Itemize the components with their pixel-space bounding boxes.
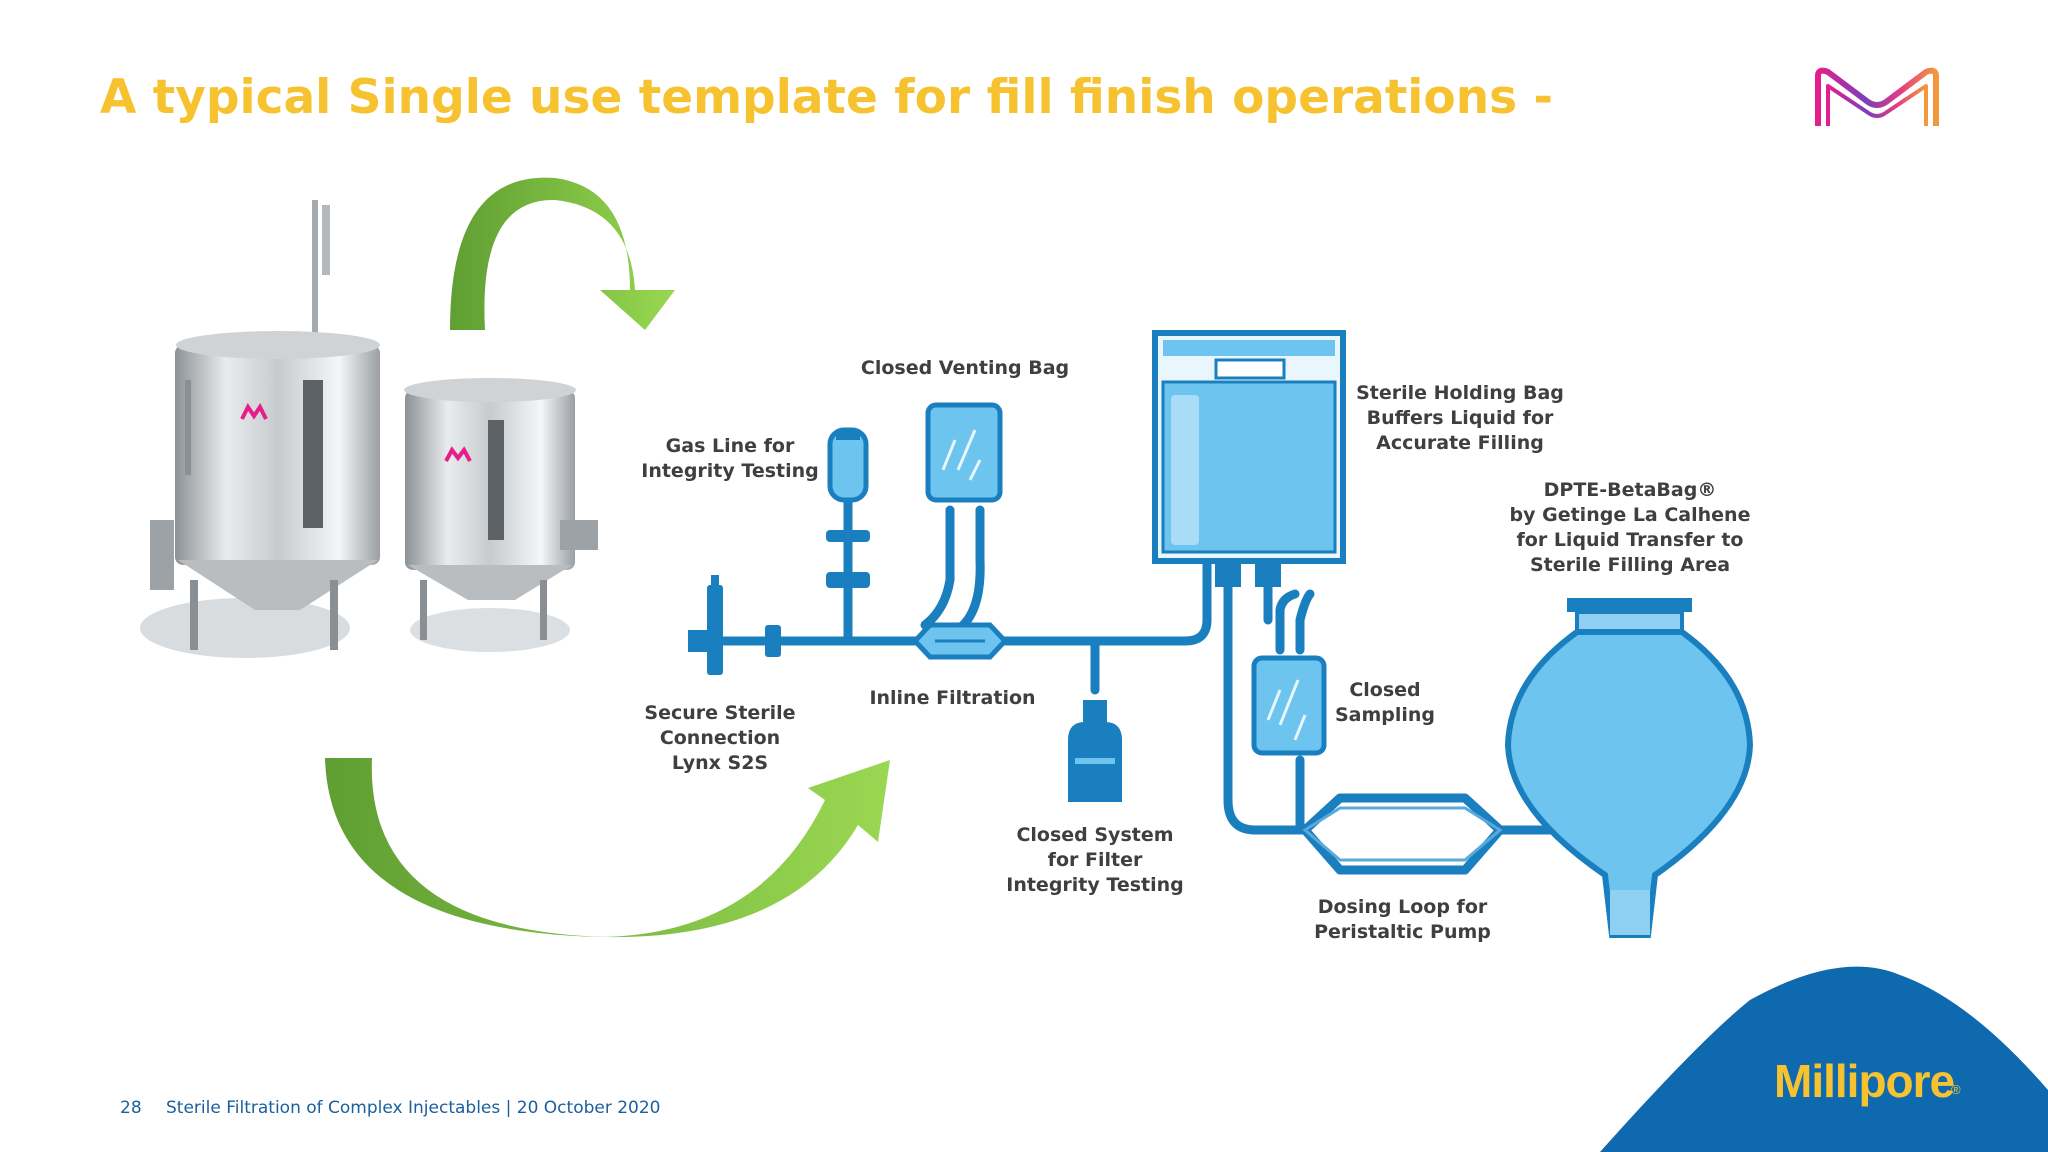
lynx-connector-icon — [688, 575, 781, 675]
label-gas-line: Gas Line for Integrity Testing — [641, 435, 819, 482]
holding-bag-icon — [1152, 330, 1346, 587]
merck-logo-icon — [1815, 67, 1939, 126]
footer-text: Sterile Filtration of Complex Injectable… — [166, 1098, 661, 1118]
label-sterile-connection: Secure Sterile Connection Lynx S2S — [644, 702, 796, 774]
label-venting-bag: Closed Venting Bag — [860, 357, 1070, 379]
brand-registered-mark: ® — [1951, 1082, 1961, 1097]
slide-title: A typical Single use template for fill f… — [100, 70, 1554, 125]
label-inline-filtration: Inline Filtration — [869, 687, 1036, 709]
brand-corner-shape — [1600, 966, 2048, 1152]
mixer-large-icon — [140, 200, 380, 658]
label-holding-bag: Sterile Holding Bag Buffers Liquid for A… — [1356, 382, 1564, 454]
page-number: 28 — [120, 1098, 142, 1118]
mixer-small-icon — [404, 378, 598, 652]
betabag-icon — [1504, 598, 1754, 938]
label-filter-testing: Closed System for Filter Integrity Testi… — [1006, 824, 1184, 896]
cycle-arrow-bottom — [325, 758, 890, 938]
inline-filter-icon — [911, 622, 1009, 660]
venting-bag-icon — [925, 402, 1003, 503]
label-betabag: DPTE-BetaBag® by Getinge La Calhene for … — [1509, 479, 1751, 576]
sampling-bag-icon — [1251, 655, 1327, 756]
label-closed-sampling: Closed Sampling — [1334, 679, 1436, 726]
filter-test-bottle-icon — [1068, 700, 1122, 802]
cycle-arrow-top — [450, 177, 675, 330]
gas-line-valve-icon — [826, 427, 870, 588]
label-dosing-loop: Dosing Loop for Peristaltic Pump — [1314, 896, 1491, 943]
brand-wordmark: Millipore — [1774, 1055, 1955, 1107]
